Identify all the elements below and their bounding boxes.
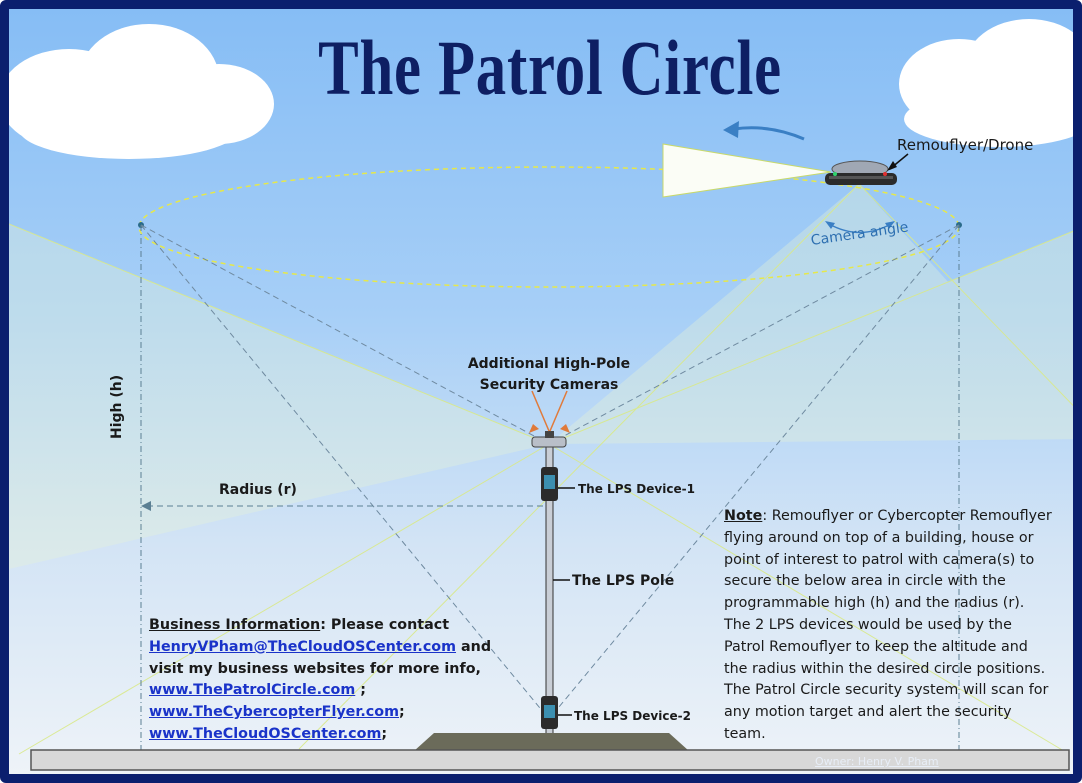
note-body: : Remouflyer or Cybercopter Remouflyer f… xyxy=(724,508,1052,742)
site-separator: ; xyxy=(381,725,388,742)
building-base xyxy=(414,733,689,751)
site-link-cloudos[interactable]: www.TheCloudOSCenter.com xyxy=(149,725,382,742)
cloud-icon xyxy=(899,19,1073,147)
ground-strip xyxy=(30,749,1070,771)
business-after-email: and visit my business websites for more … xyxy=(149,638,492,677)
owner-credit: Owner: Henry V. Pham xyxy=(815,755,939,768)
lps-device-2-label: The LPS Device-2 xyxy=(574,709,691,723)
radius-label: Radius (r) xyxy=(219,482,297,498)
radius-arrow xyxy=(141,501,544,511)
guide-lines xyxy=(140,224,960,754)
additional-cameras-line1: Additional High-Pole xyxy=(467,356,631,372)
curved-arrow-icon xyxy=(723,121,805,141)
camera-angle-arrow xyxy=(825,221,895,234)
page-title: The Patrol Circle xyxy=(318,24,782,111)
drone-label-arrow xyxy=(887,153,909,171)
note-text: Note: Remouflyer or Cybercopter Remoufly… xyxy=(724,506,1054,746)
lps-device-1-label: The LPS Device-1 xyxy=(578,482,695,496)
site-separator: ; xyxy=(399,704,405,721)
lps-device-icon xyxy=(541,467,558,501)
site-link-cybercopter[interactable]: www.TheCybercopterFlyer.com xyxy=(149,704,399,721)
patrol-circle-scene xyxy=(9,19,1073,771)
site-separator: ; xyxy=(355,682,366,699)
drone-label: Remouflyer/Drone xyxy=(897,136,1034,154)
cloud-icon xyxy=(9,24,274,159)
lps-device-icon xyxy=(541,696,558,729)
note-heading: Note xyxy=(724,508,763,524)
site-link-patrol-circle[interactable]: www.ThePatrolCircle.com xyxy=(149,682,356,699)
additional-cameras-line2: Security Cameras xyxy=(479,377,619,393)
email-link[interactable]: HenryVPham@TheCloudOSCenter.com xyxy=(149,638,457,655)
camera-view-lines xyxy=(9,183,1073,755)
additional-cameras-label: Additional High-Pole Security Cameras xyxy=(449,354,649,396)
lps-pole-label: The LPS Pole xyxy=(572,573,675,589)
business-heading: Business Information xyxy=(149,617,321,633)
lps-label-leaders xyxy=(553,487,575,716)
drone-light-beam xyxy=(662,143,832,198)
drone-icon xyxy=(825,160,897,185)
business-intro: : Please contact xyxy=(320,617,450,633)
high-label: High (h) xyxy=(109,374,125,439)
high-pole-camera-icon xyxy=(529,390,570,448)
